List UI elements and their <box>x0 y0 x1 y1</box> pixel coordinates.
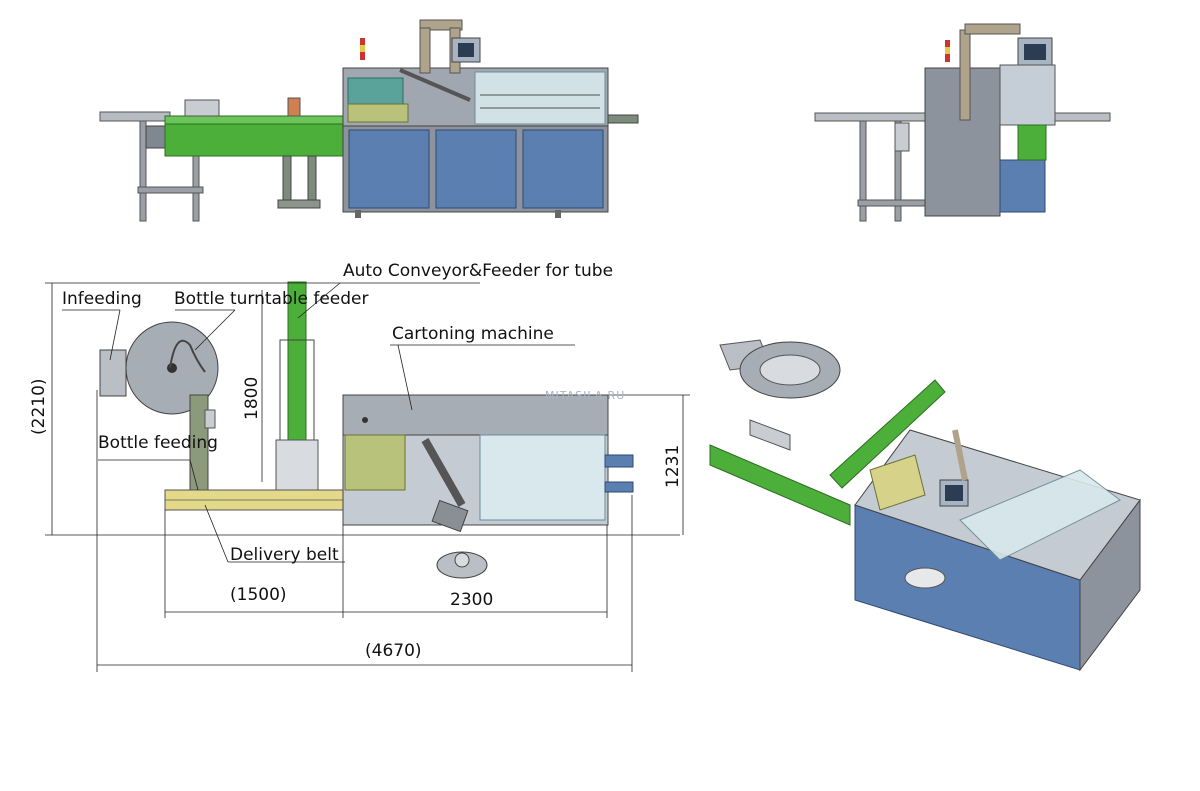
iso-view <box>709 339 1141 672</box>
dimension-lines <box>45 282 690 672</box>
label-conveyor: Auto Conveyor&Feeder for tube <box>343 261 613 281</box>
dim-belt-length: (1500) <box>230 585 287 605</box>
label-infeeding: Infeeding <box>62 289 142 309</box>
label-delivery-belt: Delivery belt <box>230 545 339 565</box>
watermark: MITASILA.RU <box>545 389 625 402</box>
dim-machine-length: 2300 <box>450 590 493 610</box>
leader-lines <box>62 282 575 563</box>
plan-view <box>99 281 634 579</box>
label-bottle-feeding: Bottle feeding <box>98 433 218 453</box>
dim-feeder-height: 1800 <box>242 377 262 420</box>
front-view <box>99 19 639 222</box>
label-turntable: Bottle turntable feeder <box>174 289 369 309</box>
dim-machine-height: 1231 <box>663 445 683 488</box>
dim-overall-height: (2210) <box>29 378 49 435</box>
side-view <box>814 23 1111 222</box>
dim-overall-length: (4670) <box>365 641 422 661</box>
label-cartoning: Cartoning machine <box>392 324 554 344</box>
